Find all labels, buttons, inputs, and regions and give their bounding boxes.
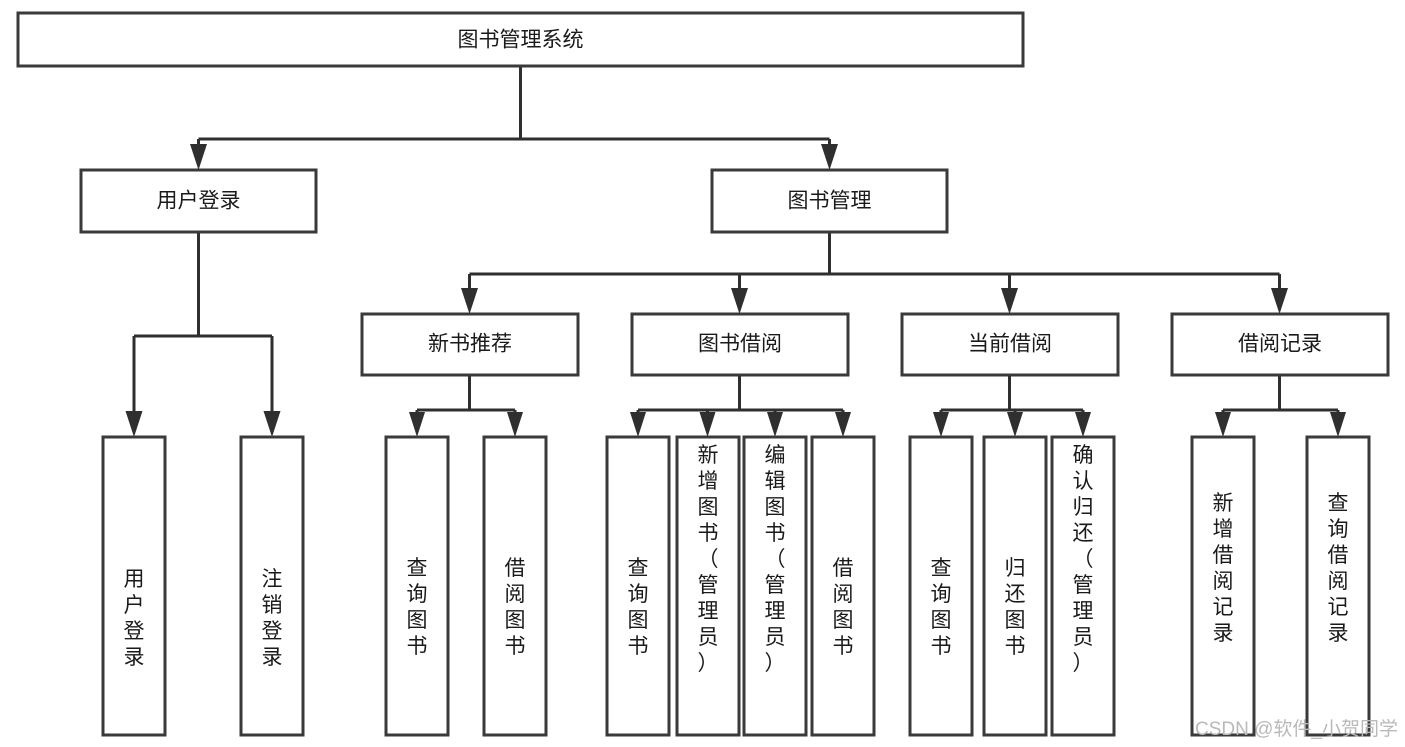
leaf-query-borrow-record-box[interactable] xyxy=(1305,435,1371,737)
csdn-watermark: CSDN @软件_小贺同学 xyxy=(1195,718,1398,740)
arrow-bookmgmt-to-book-borrow xyxy=(731,288,748,314)
arrow-current-to-leaf-return-book xyxy=(1007,412,1023,437)
arrow-userlogin-to-leaf-user-login xyxy=(125,411,143,437)
leaf-add-borrow-record-label: 新增借阅记录 xyxy=(1213,492,1234,645)
leaf-edit-book-box[interactable] xyxy=(742,435,808,737)
leaf-logout-label: 注销登录 xyxy=(262,568,283,669)
arrow-record-to-leaf-add-record xyxy=(1215,412,1231,437)
leaf-query-borrow-record[interactable]: 查询借阅记录 xyxy=(1305,435,1371,737)
arrow-root-to-user-login xyxy=(190,144,207,170)
leaf-edit-book[interactable]: 编辑图书（管理员） xyxy=(742,435,808,737)
leaf-user-login-box[interactable] xyxy=(101,435,167,737)
arrow-bookmgmt-to-new-book-recommend xyxy=(461,288,478,314)
node-user-login-box[interactable] xyxy=(79,168,318,234)
node-new-book-recommend-label: 新书推荐 xyxy=(428,333,512,356)
leaf-edit-book-label: 编辑图书（管理员） xyxy=(765,444,786,675)
node-new-book-recommend-box[interactable] xyxy=(360,312,580,377)
leaf-add-book-label: 新增图书（管理员） xyxy=(698,444,719,675)
arrow-recommend-to-leaf-borrow-book xyxy=(507,412,523,437)
node-book-management-box[interactable] xyxy=(710,168,949,234)
leaf-logout-box[interactable] xyxy=(239,435,305,737)
leaf-query-book-borrow[interactable]: 查询图书 xyxy=(605,435,671,737)
arrow-bookmgmt-to-borrow-record xyxy=(1271,288,1288,314)
leaf-user-login-label: 用户登录 xyxy=(124,568,145,669)
arrow-borrow-to-leaf-edit-book xyxy=(767,412,783,437)
node-borrow-record-box[interactable] xyxy=(1170,312,1390,377)
leaf-confirm-return-box[interactable] xyxy=(1050,435,1116,737)
arrow-current-to-leaf-query-book xyxy=(933,412,949,437)
leaf-query-book-borrow-label: 查询图书 xyxy=(628,557,649,658)
leaf-query-book-current-label: 查询图书 xyxy=(931,557,952,658)
leaf-borrow-book[interactable]: 借阅图书 xyxy=(810,435,876,737)
arrow-borrow-to-leaf-query-book xyxy=(630,412,646,437)
arrow-userlogin-to-leaf-logout xyxy=(263,411,281,437)
leaf-borrow-book-label: 借阅图书 xyxy=(833,557,854,658)
leaf-query-book-recommend[interactable]: 查询图书 xyxy=(384,435,450,737)
node-borrow-record-label: 借阅记录 xyxy=(1238,333,1322,356)
leaf-borrow-book-recommend-box[interactable] xyxy=(482,435,548,737)
node-root[interactable]: 图书管理系统 xyxy=(16,11,1025,68)
leaf-return-book[interactable]: 归还图书 xyxy=(982,435,1048,737)
arrow-borrow-to-leaf-borrow-book xyxy=(835,412,851,437)
node-current-borrow[interactable]: 当前借阅 xyxy=(900,312,1120,377)
leaf-add-book[interactable]: 新增图书（管理员） xyxy=(675,435,741,737)
node-current-borrow-box[interactable] xyxy=(900,312,1120,377)
leaf-return-book-label: 归还图书 xyxy=(1005,557,1026,658)
node-user-login[interactable]: 用户登录 xyxy=(79,168,318,234)
leaf-borrow-book-box[interactable] xyxy=(810,435,876,737)
node-book-management[interactable]: 图书管理 xyxy=(710,168,949,234)
node-root-label: 图书管理系统 xyxy=(458,29,584,52)
leaf-query-book-borrow-box[interactable] xyxy=(605,435,671,737)
arrow-record-to-leaf-query-record xyxy=(1330,412,1346,437)
leaf-confirm-return[interactable]: 确认归还（管理员） xyxy=(1050,435,1116,737)
leaf-logout[interactable]: 注销登录 xyxy=(239,435,305,737)
arrow-recommend-to-leaf-query-book xyxy=(409,412,425,437)
leaf-query-book-current-box[interactable] xyxy=(908,435,974,737)
node-borrow-record[interactable]: 借阅记录 xyxy=(1170,312,1390,377)
arrow-borrow-to-leaf-add-book xyxy=(699,412,716,437)
leaf-confirm-return-label: 确认归还（管理员） xyxy=(1073,444,1094,675)
connector-layer xyxy=(125,66,1346,437)
node-new-book-recommend[interactable]: 新书推荐 xyxy=(360,312,580,377)
leaf-borrow-book-recommend-label: 借阅图书 xyxy=(505,557,526,658)
leaf-return-book-box[interactable] xyxy=(982,435,1048,737)
node-book-borrow-box[interactable] xyxy=(630,312,850,377)
arrow-bookmgmt-to-current-borrow xyxy=(1001,288,1018,314)
node-root-box[interactable] xyxy=(16,11,1025,68)
leaf-query-book-current[interactable]: 查询图书 xyxy=(908,435,974,737)
leaf-add-book-box[interactable] xyxy=(675,435,741,737)
leaf-query-borrow-record-label: 查询借阅记录 xyxy=(1328,492,1349,645)
leaf-add-borrow-record[interactable]: 新增借阅记录 xyxy=(1190,435,1256,737)
arrow-current-to-leaf-confirm-return xyxy=(1075,412,1091,437)
node-current-borrow-label: 当前借阅 xyxy=(968,333,1052,356)
node-book-borrow[interactable]: 图书借阅 xyxy=(630,312,850,377)
leaf-query-book-recommend-box[interactable] xyxy=(384,435,450,737)
node-book-management-label: 图书管理 xyxy=(788,190,872,213)
node-book-borrow-label: 图书借阅 xyxy=(698,333,782,356)
leaf-user-login[interactable]: 用户登录 xyxy=(101,435,167,737)
leaf-query-book-recommend-label: 查询图书 xyxy=(407,557,428,658)
node-user-login-label: 用户登录 xyxy=(157,190,241,213)
leaf-add-borrow-record-box[interactable] xyxy=(1190,435,1256,737)
leaf-borrow-book-recommend[interactable]: 借阅图书 xyxy=(482,435,548,737)
arrow-root-to-book-management xyxy=(821,144,838,170)
